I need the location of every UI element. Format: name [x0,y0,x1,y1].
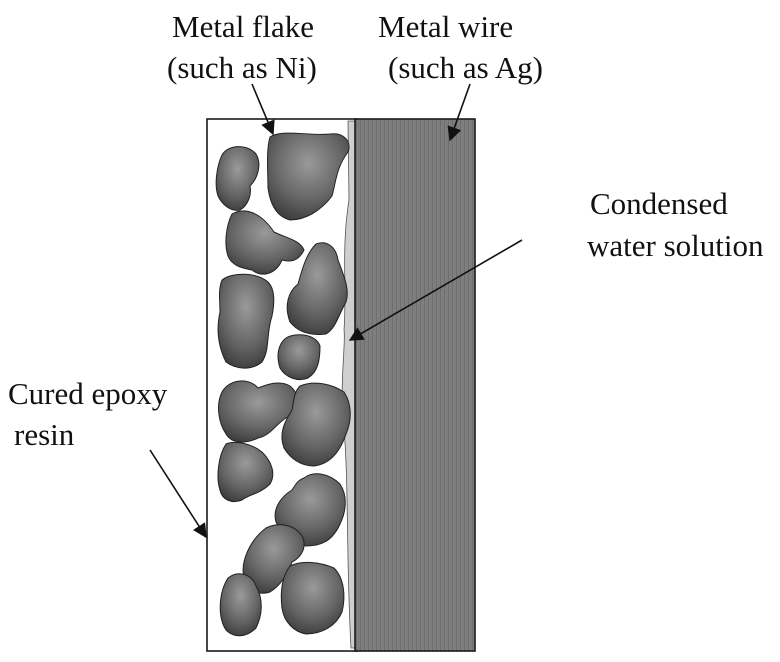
condensed-water-label-line1: Condensed [590,186,728,221]
cured-epoxy-label-line1: Cured epoxy [8,376,168,411]
metal-flake [217,273,275,369]
metal-flake-arrow [251,83,275,136]
water-solution-arrow [348,239,523,341]
metal-flakes [215,132,351,637]
metal-flake [281,382,351,467]
metal-flake [280,561,345,635]
metal-flake [215,146,260,211]
metal-wire-label-line2: (such as Ag) [388,50,543,85]
metal-wire-label-line1: Metal wire [378,9,514,44]
metal-wire-arrow [447,83,471,142]
metal-flake [218,380,299,443]
epoxy-resin-arrow [149,449,207,539]
pointer-arrows [149,83,523,539]
metal-wire [354,118,476,652]
metal-flake [217,441,274,503]
metal-flake [219,573,262,637]
metal-flake [225,210,305,275]
metal-flake [267,132,350,221]
metal-flake-label-line1: Metal flake [172,9,315,44]
metal-flake [277,334,321,381]
metal-flake [286,242,348,335]
condensed-water-label-line2: water solution [587,228,764,263]
cured-epoxy-label-line2: resin [14,417,75,452]
metal-flake-label-line2: (such as Ni) [167,50,317,85]
